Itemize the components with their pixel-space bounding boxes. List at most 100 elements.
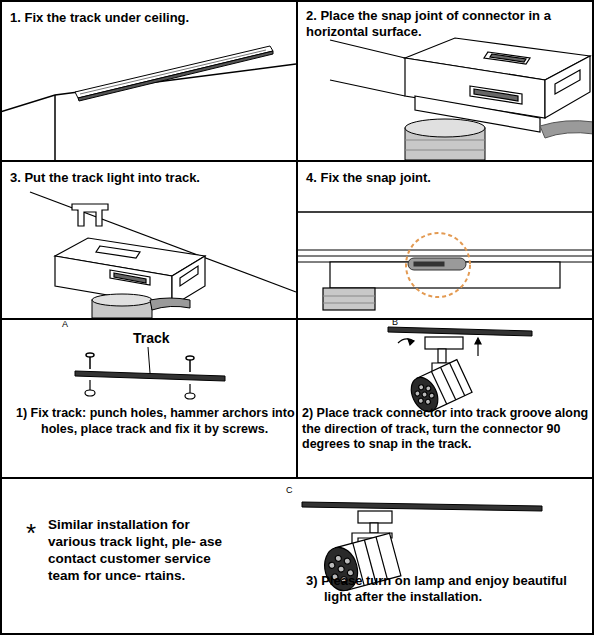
instruction-panel: 2. Place the snap joint of connector in … [296,0,594,162]
instruction-panel: Similar installation for various track l… [0,477,594,635]
connector-closeup [545,56,590,118]
lamp [337,565,344,572]
connector-rotate [425,337,463,349]
screws [189,359,191,372]
connector-rotate [408,339,414,345]
lamp [425,385,432,392]
snap-lever [414,262,444,266]
panel-marker: A [62,320,68,329]
screws [86,353,94,357]
connector-closeup [330,40,405,58]
highlight-circle [406,233,470,297]
instruction-panel: 4. Fix the snap joint. [296,160,594,320]
connector-block [180,266,198,286]
ceiling-track [80,50,266,94]
ceiling-lines [0,64,296,112]
lamp [328,562,335,569]
snap-lever [540,121,594,138]
lamp [414,390,421,397]
instruction-text: 2) Place track connector into track groo… [302,406,592,453]
ceiling-track [75,46,273,98]
connector-block [96,246,140,258]
connector-closeup [330,38,590,132]
instruction-panel: 3. Put the track light into track. [0,160,298,320]
instruction-text: Similar installation for various track l… [48,517,240,585]
connector-cylinder [405,119,485,160]
connector-cylinder [405,140,485,141]
connector-side [323,288,375,310]
lamp [418,384,425,391]
snap-lever [408,258,466,270]
track-lines [298,212,594,262]
connector-block [55,238,205,306]
instruction-text: 1) Fix track: punch holes, hammer archor… [16,406,296,437]
screws [89,356,91,369]
connector-arm [370,523,378,533]
panel-marker: * [26,520,36,546]
ceiling-track [75,46,273,101]
highlight-circle [406,233,470,297]
track-bar [302,502,542,511]
track-profile [72,204,108,226]
connector-cylinder [405,150,485,151]
lamp [421,391,428,398]
panel-marker: C [286,486,293,495]
lamp [450,363,465,396]
track-lines [298,211,594,213]
connector-rotate [475,338,481,344]
snap-lever [408,258,466,270]
track-bar [388,327,532,336]
instruction-text: 3. Put the track light into track. [10,170,292,186]
part-name: Track [133,331,170,345]
track-profile [72,204,108,226]
track-bar [148,347,150,373]
track-bar [302,502,542,511]
lamp [335,555,342,562]
connector-rotate [438,349,446,363]
connector-closeup [330,80,405,96]
ceiling-lines [54,95,56,160]
lamp [417,397,424,404]
track-lines [298,256,594,257]
screws [186,356,194,360]
track-bar [75,347,225,381]
connector-rotate [398,337,481,372]
connector-closeup [555,70,580,94]
connector-block [114,273,146,283]
instruction-text: 2. Place the snap joint of connector in … [306,8,590,41]
connector-cylinder [150,298,190,310]
anchors [185,393,195,399]
track-lines [298,250,594,251]
connector-block [110,270,150,285]
anchors [85,380,195,399]
instruction-panel: 1. Fix the track under ceiling. [0,0,298,162]
connector-closeup [470,86,522,104]
panel-marker: B [392,318,398,327]
connector-cylinder [405,119,485,137]
connector-side [323,302,375,303]
screws [86,353,194,372]
connector-closeup [490,54,526,62]
snap-lever [540,121,594,138]
instruction-text: 3) Please turn on lamp and enjoy beautif… [306,573,594,606]
connector-block [55,256,172,306]
instruction-panel: 2) Place track connector into track groo… [296,318,594,479]
connector-arm [358,511,392,523]
anchors [85,390,95,396]
lamp [428,392,435,399]
connector-side [323,295,375,296]
ceiling-track [78,51,273,101]
lamp [344,557,351,564]
instruction-text: 4. Fix the snap joint. [306,170,588,186]
connector-cylinder [92,294,152,306]
lamp [425,398,432,405]
track-bar [388,327,532,336]
instruction-text: 1. Fix the track under ceiling. [10,10,292,26]
connector-closeup [474,89,518,101]
connector-closeup [484,52,530,64]
connector-cylinder [92,294,190,318]
